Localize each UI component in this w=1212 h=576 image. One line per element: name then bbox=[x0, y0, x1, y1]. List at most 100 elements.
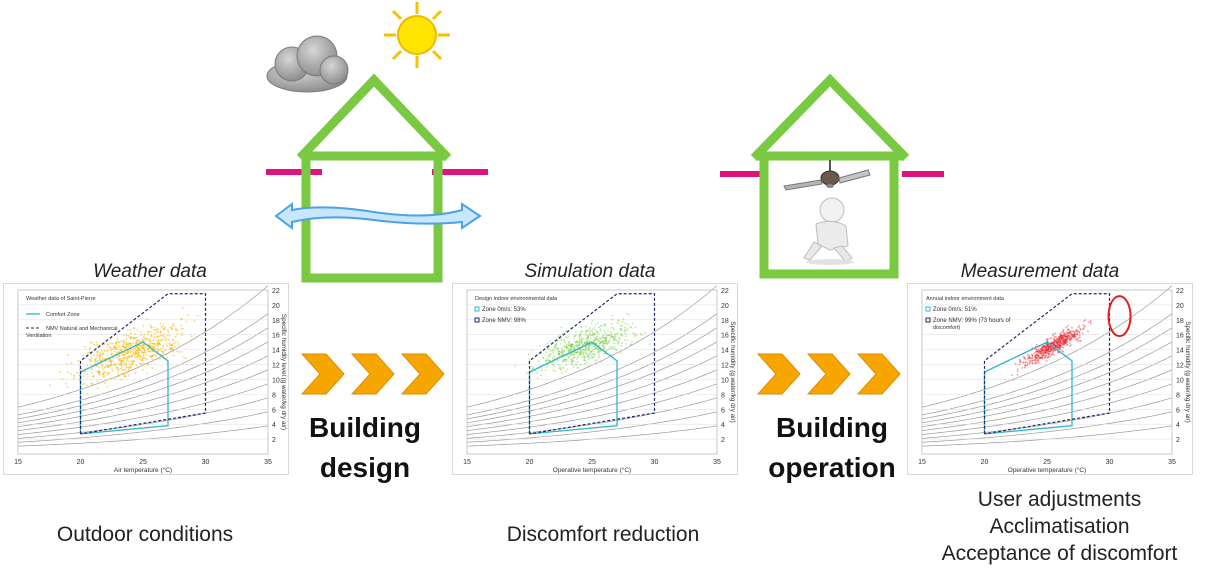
scatter-point bbox=[1064, 335, 1067, 338]
scatter-point bbox=[117, 348, 120, 351]
scatter-point bbox=[603, 347, 606, 349]
legend-title: Weather data of Saint-Pierre bbox=[26, 296, 96, 302]
scatter-point bbox=[1062, 350, 1065, 353]
scatter-point bbox=[547, 360, 550, 362]
scatter-point bbox=[1048, 350, 1050, 352]
scatter-point bbox=[158, 335, 160, 337]
scatter-point bbox=[1044, 348, 1046, 351]
scatter-point bbox=[1067, 332, 1069, 334]
scatter-point bbox=[605, 336, 608, 339]
scatter-point bbox=[602, 339, 605, 342]
scatter-point bbox=[1056, 341, 1059, 344]
scatter-point bbox=[142, 346, 145, 348]
scatter-point bbox=[70, 362, 73, 364]
scatter-point bbox=[584, 332, 587, 334]
scatter-point bbox=[575, 363, 577, 366]
scatter-point bbox=[142, 324, 145, 327]
scatter-point bbox=[620, 325, 623, 327]
scatter-point bbox=[1045, 346, 1048, 349]
scatter-point bbox=[1039, 357, 1042, 360]
scatter-point bbox=[542, 357, 545, 359]
scatter-point bbox=[1038, 357, 1041, 359]
scatter-point bbox=[1018, 363, 1021, 366]
scatter-point bbox=[1057, 346, 1060, 349]
scatter-point bbox=[592, 327, 595, 329]
scatter-point bbox=[1075, 328, 1078, 331]
scatter-point bbox=[93, 343, 95, 346]
scatter-point bbox=[1045, 347, 1048, 349]
scatter-point bbox=[1054, 344, 1057, 347]
scatter-point bbox=[600, 336, 603, 339]
scatter-point bbox=[1061, 340, 1064, 343]
scatter-point bbox=[1050, 353, 1053, 355]
scatter-point bbox=[586, 355, 589, 358]
scatter-point bbox=[138, 340, 141, 343]
scatter-point bbox=[125, 343, 128, 346]
scatter-point bbox=[588, 352, 591, 355]
scatter-point bbox=[1059, 341, 1062, 343]
scatter-point bbox=[624, 326, 626, 329]
scatter-point bbox=[1045, 344, 1048, 347]
scatter-point bbox=[1059, 347, 1061, 350]
scatter-point bbox=[139, 355, 142, 358]
x-tick-label: 15 bbox=[14, 459, 22, 466]
stage-label-operation: Building operation bbox=[752, 408, 912, 488]
scatter-point bbox=[582, 350, 585, 353]
scatter-point bbox=[86, 384, 88, 387]
scatter-point bbox=[597, 340, 600, 342]
y-axis-label: Specific humidity (g water/kg dry air) bbox=[729, 321, 736, 422]
legend-swatch bbox=[474, 317, 480, 323]
scatter-point bbox=[594, 329, 596, 332]
scatter-point bbox=[1069, 335, 1071, 338]
scatter-point bbox=[152, 338, 155, 341]
scatter-point bbox=[578, 343, 581, 346]
scatter-point bbox=[1071, 335, 1074, 337]
scatter-point bbox=[128, 356, 131, 359]
scatter-point bbox=[1042, 352, 1045, 355]
scatter-point bbox=[586, 340, 589, 343]
scatter-point bbox=[606, 342, 608, 344]
scatter-point bbox=[591, 334, 594, 336]
scatter-point bbox=[1063, 343, 1066, 345]
scatter-point bbox=[589, 337, 592, 339]
scatter-point bbox=[108, 346, 111, 349]
scatter-point bbox=[146, 347, 149, 350]
scatter-point bbox=[536, 372, 539, 375]
humidity-curve bbox=[17, 327, 269, 420]
scatter-point bbox=[575, 351, 577, 354]
scatter-point bbox=[569, 348, 572, 351]
scatter-point bbox=[1061, 339, 1064, 341]
scatter-point bbox=[532, 367, 534, 370]
scatter-point bbox=[586, 329, 588, 332]
scatter-point bbox=[1069, 332, 1072, 335]
scatter-point bbox=[594, 337, 597, 340]
scatter-point bbox=[1035, 348, 1038, 350]
scatter-point bbox=[569, 344, 572, 347]
scatter-point bbox=[1070, 330, 1073, 333]
scatter-point bbox=[1060, 332, 1063, 334]
scatter-point bbox=[625, 335, 627, 338]
scatter-point bbox=[1040, 357, 1043, 359]
scatter-point bbox=[1062, 342, 1064, 345]
scatter-point bbox=[1044, 349, 1047, 352]
scatter-point bbox=[1034, 355, 1036, 357]
scatter-point bbox=[585, 341, 588, 344]
scatter-point bbox=[154, 347, 157, 349]
scatter-point bbox=[590, 356, 593, 359]
scatter-point bbox=[626, 323, 629, 326]
scatter-point bbox=[1059, 334, 1062, 336]
scatter-point bbox=[583, 348, 586, 351]
scatter-point bbox=[99, 354, 101, 357]
scatter-point bbox=[1064, 341, 1067, 344]
scatter-point bbox=[1054, 344, 1057, 347]
scatter-point bbox=[595, 342, 598, 345]
scatter-point bbox=[601, 344, 604, 347]
scatter-point bbox=[576, 351, 579, 354]
scatter-point bbox=[572, 360, 575, 363]
scatter-point bbox=[611, 314, 614, 317]
scatter-point bbox=[568, 349, 571, 351]
scatter-point bbox=[1065, 335, 1068, 338]
scatter-point bbox=[561, 353, 564, 356]
scatter-point bbox=[583, 341, 586, 344]
scatter-point bbox=[617, 340, 619, 343]
